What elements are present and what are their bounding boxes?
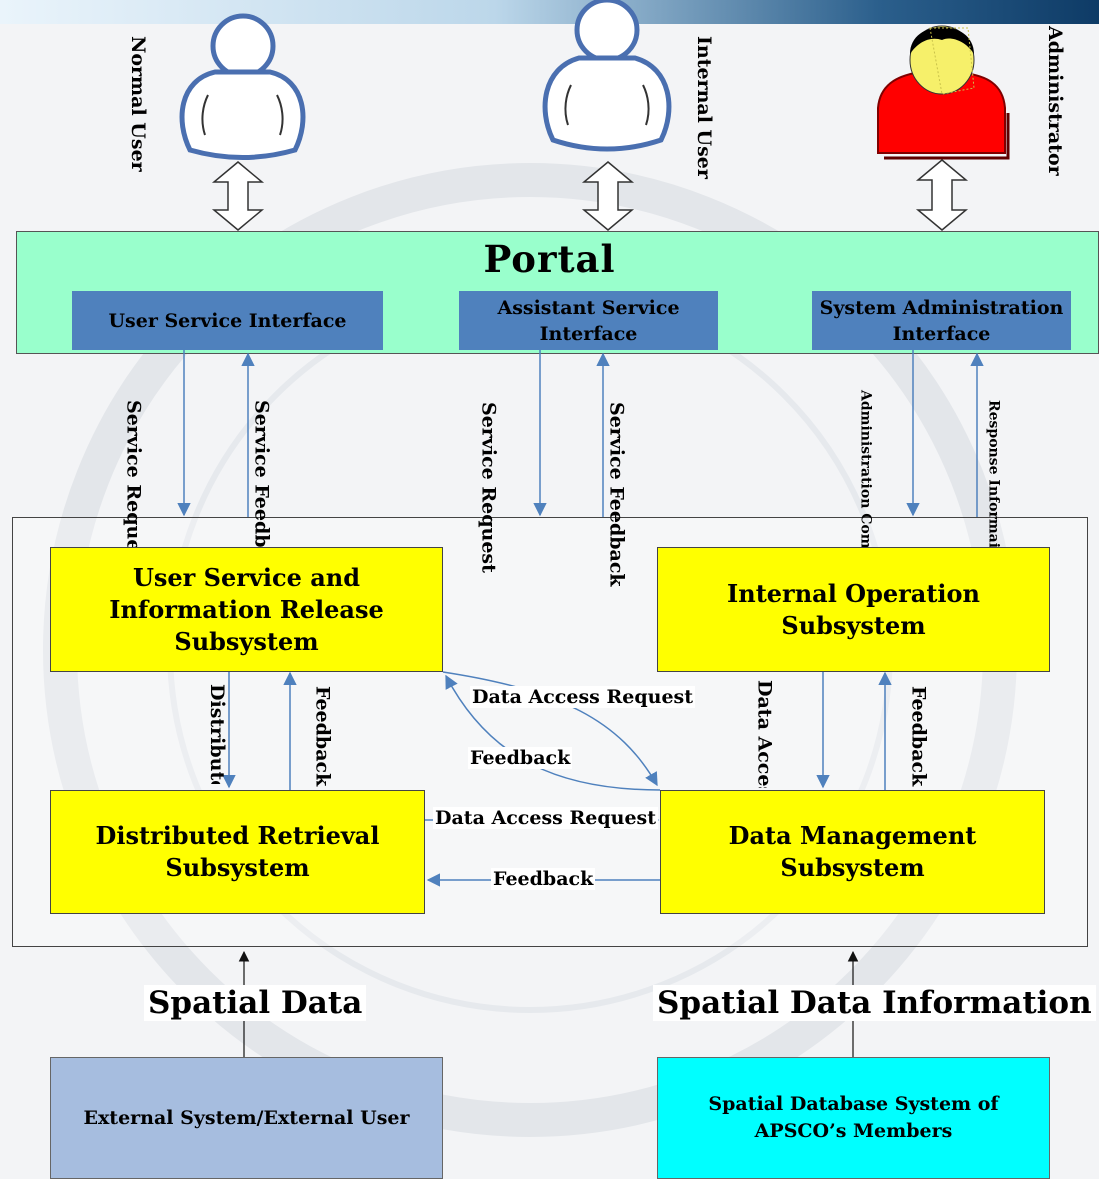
service-feedback-label-1: Service Feedback — [250, 400, 273, 585]
internal-operation-subsystem-line-2: Subsystem — [781, 610, 926, 640]
us-feedback-label: Feedback — [468, 747, 573, 769]
distributed-retrieval-subsystem-line-2: Subsystem — [165, 853, 310, 882]
assistant-service-interface-label-2: Interface — [539, 322, 638, 345]
top-banner — [0, 0, 1099, 24]
normal-user-icon — [179, 13, 306, 160]
administrator-portal-arrow — [915, 159, 969, 231]
administrator-icon — [877, 25, 1010, 160]
internal-operation-subsystem[interactable]: Internal Operation Subsystem — [657, 547, 1050, 672]
system-administration-interface-label-1: System Administration — [819, 296, 1064, 319]
dm-feedback-label: Feedback — [491, 868, 596, 890]
user-service-subsystem-line-1: User Service and — [132, 562, 361, 592]
service-feedback-label-2: Service Feedback — [605, 402, 628, 587]
system-administration-interface-label-2: Interface — [892, 322, 991, 345]
user-service-interface-label: User Service Interface — [108, 309, 347, 332]
assistant-service-interface-label-1: Assistant Service — [497, 296, 680, 319]
data-management-subsystem-line-2: Subsystem — [780, 853, 925, 882]
normal-user-portal-arrow — [211, 161, 265, 231]
distributed-retrieval-subsystem-line-1: Distributed Retrieval — [95, 821, 380, 850]
user-service-subsystem[interactable]: User Service and Information Release Sub… — [50, 547, 443, 672]
user-service-subsystem-line-3: Subsystem — [174, 626, 319, 656]
distributed-retrieval-request-label: Distributed Retrieval Request — [141, 684, 227, 784]
service-request-label-2: Service Request — [477, 402, 500, 573]
data-management-subsystem-line-1: Data Management — [728, 821, 977, 850]
user-service-subsystem-line-2: Information Release — [109, 594, 384, 624]
data-management-subsystem[interactable]: Data Management Subsystem — [660, 790, 1045, 914]
spatial-database-line-1: Spatial Database System of — [708, 1093, 999, 1115]
data-access-request-vertical-label: Data Access Request — [753, 680, 774, 788]
internal-feedback-label: Feedback — [907, 686, 930, 787]
normal-user-label: Normal User — [127, 36, 149, 172]
user-service-interface[interactable]: User Service Interface — [72, 291, 383, 350]
spatial-data-information-label: Spatial Data Information — [653, 985, 1096, 1021]
external-system-label: External System/External User — [83, 1107, 410, 1129]
assistant-service-interface[interactable]: Assistant Service Interface — [459, 291, 718, 350]
internal-user-portal-arrow — [581, 161, 635, 231]
admin-command-label: Administration Command — [857, 390, 874, 593]
internal-user-label: Internal User — [693, 36, 715, 179]
spatial-data-label: Spatial Data — [144, 985, 367, 1021]
distributed-feedback-label: Feedback — [311, 686, 334, 787]
internal-user-icon — [542, 0, 672, 152]
us-data-access-curve — [442, 671, 658, 787]
dr-data-access-label: Data Access Request — [433, 807, 659, 829]
administrator-label: Administrator — [1044, 26, 1066, 176]
external-system-box[interactable]: External System/External User — [50, 1057, 443, 1179]
spatial-database-line-2: APSCO’s Members — [754, 1120, 953, 1142]
system-administration-interface[interactable]: System Administration Interface — [812, 291, 1071, 350]
internal-operation-subsystem-line-1: Internal Operation — [727, 578, 980, 608]
response-info-label: Response Informaiton — [985, 400, 1002, 575]
us-data-access-label: Data Access Request — [470, 686, 696, 708]
spatial-database-box[interactable]: Spatial Database System of APSCO’s Membe… — [657, 1057, 1050, 1179]
portal-title: Portal — [483, 237, 616, 281]
distributed-retrieval-subsystem[interactable]: Distributed Retrieval Subsystem — [50, 790, 425, 914]
service-request-label-1: Service Request — [122, 400, 145, 571]
